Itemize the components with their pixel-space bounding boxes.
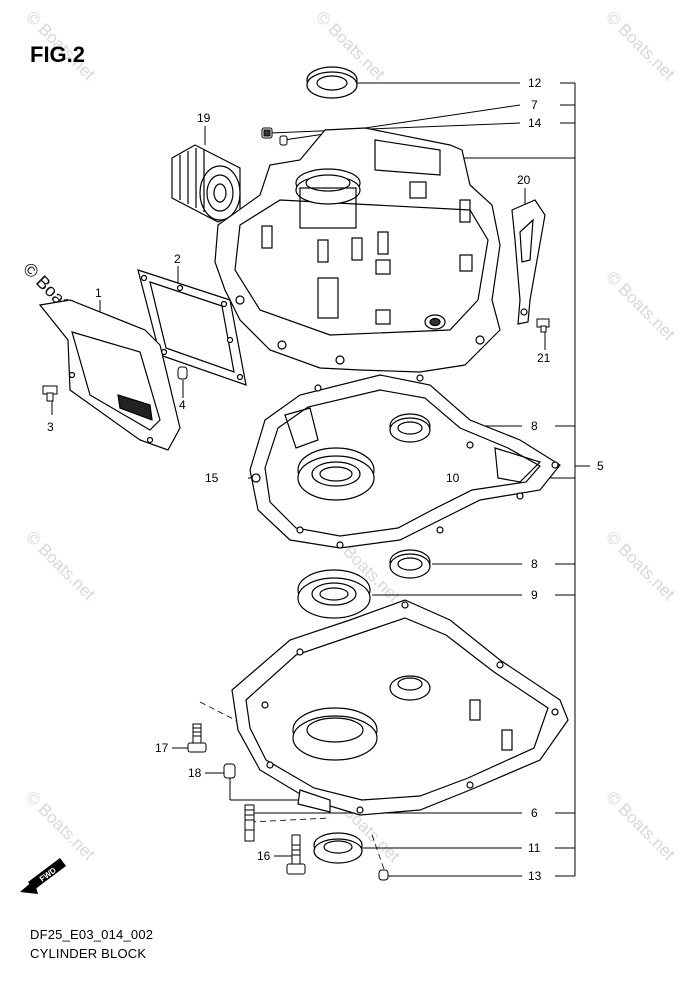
bushing-7: [261, 127, 273, 139]
watermark: © Boats.net: [22, 787, 99, 864]
callout-2: 2: [174, 252, 181, 266]
diagram-name: CYLINDER BLOCK: [30, 946, 147, 961]
pin-4: [177, 366, 188, 380]
callout-12: 12: [528, 76, 542, 90]
bearing-10: [297, 447, 375, 501]
dowel-14: [279, 135, 288, 146]
cylinder-block: [214, 127, 501, 373]
callout-7: 7: [531, 98, 538, 112]
bearing-8-lower: [389, 549, 431, 579]
dowel-18: [223, 763, 236, 779]
callout-19: 19: [197, 111, 211, 125]
gasket-15: [249, 374, 561, 549]
bolt-17: [187, 723, 207, 753]
callout-13: 13: [528, 869, 542, 883]
bolt-3: [42, 385, 58, 402]
callout-21: 21: [537, 351, 551, 365]
crankcase-6: [231, 599, 569, 816]
callout-8-lower: 8: [531, 557, 538, 571]
diagram-code: DF25_E03_014_002: [30, 927, 154, 942]
watermark: © Boats.net: [22, 527, 99, 604]
callout-9: 9: [531, 588, 538, 602]
bearing-8-upper: [389, 413, 431, 443]
callout-labels: 12 7 14 19 20 2 1 21 4 3 8 5 15 10 8 9 1…: [47, 76, 604, 883]
callout-18: 18: [188, 766, 202, 780]
callout-bracket: [51, 82, 590, 877]
watermark: © Boats.net: [602, 267, 679, 344]
callout-10: 10: [446, 471, 460, 485]
callout-4: 4: [179, 398, 186, 412]
bolt-21: [536, 318, 550, 333]
callout-20: 20: [517, 173, 531, 187]
bolt-16: [286, 834, 306, 875]
callout-8-upper: 8: [531, 419, 538, 433]
watermark: © Boats.net: [602, 527, 679, 604]
oil-filter: [171, 144, 241, 223]
callout-3: 3: [47, 420, 54, 434]
fwd-arrow-icon: FWD: [20, 858, 66, 894]
callout-1: 1: [95, 286, 102, 300]
callout-16: 16: [257, 849, 271, 863]
oil-seal-top: [306, 66, 358, 99]
callout-17: 17: [155, 741, 169, 755]
watermark: © Boats.net: [602, 787, 679, 864]
watermark: © Boats.net: [602, 7, 679, 84]
callout-15: 15: [205, 471, 219, 485]
callout-6: 6: [531, 806, 538, 820]
plug-13: [378, 869, 389, 881]
oil-seal-11: [313, 832, 363, 864]
callout-14: 14: [528, 116, 542, 130]
cover-plate-1: [38, 299, 181, 451]
callout-11: 11: [528, 841, 541, 855]
bearing-9: [297, 569, 371, 619]
stud-bolt: [244, 804, 255, 842]
bracket-20: [511, 199, 546, 325]
gasket-2: [137, 269, 247, 386]
callout-5: 5: [597, 459, 604, 473]
figure-title: FIG.2: [30, 42, 86, 67]
